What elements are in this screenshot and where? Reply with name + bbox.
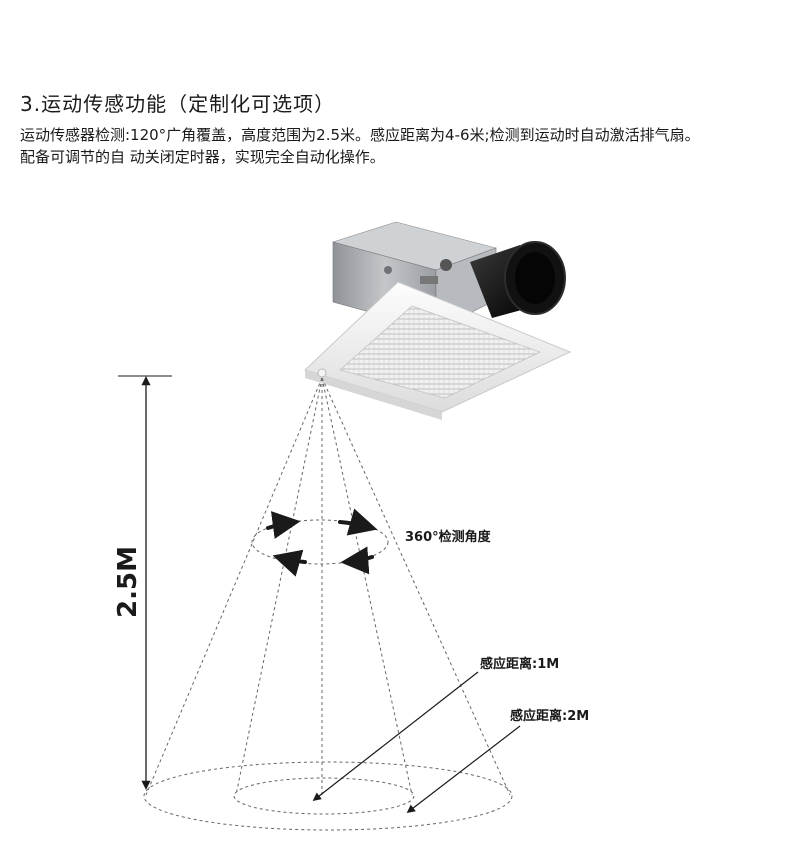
rotation-label: 360°检测角度 bbox=[405, 529, 492, 545]
description-line-2: 配备可调节的自 动关闭定时器，实现完全自动化操作。 bbox=[20, 148, 385, 166]
description-line-1: 运动传感器检测:120°广角覆盖，高度范围为2.5米。感应距离为4-6米;检测到… bbox=[20, 126, 700, 144]
range-pointer-1 bbox=[312, 671, 479, 802]
range-label-2: 感应距离:2M bbox=[510, 708, 589, 724]
floor-range-inner bbox=[233, 777, 415, 815]
section-description: 运动传感器检测:120°广角覆盖，高度范围为2.5米。感应距离为4-6米;检测到… bbox=[20, 124, 750, 168]
floor-range-outer bbox=[143, 761, 513, 831]
detection-cone bbox=[145, 377, 511, 796]
range-pointer-2 bbox=[406, 725, 521, 814]
exhaust-fan-icon bbox=[304, 221, 572, 420]
rotation-ellipse bbox=[251, 519, 389, 565]
range-label-1: 感应距离:1M bbox=[480, 656, 559, 672]
section-title: 3.运动传感功能（定制化可选项） bbox=[20, 92, 336, 116]
height-label: 2.5M bbox=[113, 546, 143, 618]
curved-arrow-icon bbox=[266, 508, 378, 577]
